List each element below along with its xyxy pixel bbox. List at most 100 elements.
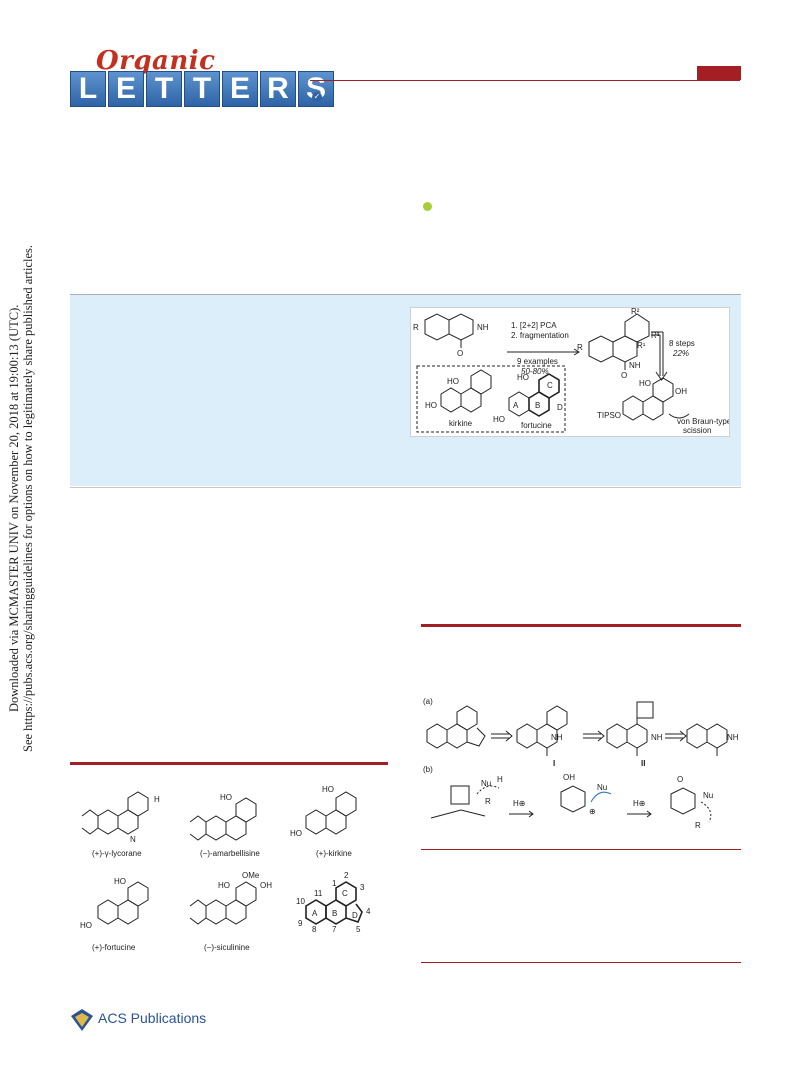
toc-carbonyl: O xyxy=(457,349,463,358)
fig1-ring-c: C xyxy=(342,889,348,898)
toc-product-oh: OH xyxy=(675,387,687,396)
logo-tile: L xyxy=(70,71,106,107)
toc-steps-yield: 22% xyxy=(672,349,689,358)
fig1-atom-8: 8 xyxy=(312,925,317,934)
acs-publications-logo[interactable]: ACS Publications xyxy=(70,1006,210,1036)
scheme1-structures: (a) I NH II NH NH (b) Nu H R H⊕ OH Nu ⊕ … xyxy=(423,697,739,830)
figure1-graphic: H N (+)-γ-lycorane HO (−)-amarbellisine … xyxy=(70,780,388,960)
logo-tile: E xyxy=(222,71,258,107)
scheme1-nh-ii: NH xyxy=(651,733,663,742)
fig1-fortucine-ho: HO xyxy=(114,877,126,886)
scheme-bottom-rule xyxy=(421,849,741,850)
toc-ring-d: D xyxy=(557,403,563,412)
toc-ring-b: B xyxy=(535,401,540,410)
download-notice-line1: Downloaded via MCMASTER UNIV on November… xyxy=(7,304,21,712)
scheme1-h: H xyxy=(497,775,503,784)
scheme1-intermediate-i: I xyxy=(553,759,555,768)
toc-ring-a: A xyxy=(513,401,519,410)
fig1-amarb-ho: HO xyxy=(220,793,232,802)
toc-fortucine-label: fortucine xyxy=(521,421,552,430)
toc-steps: 8 steps xyxy=(669,339,695,348)
scheme1-nu: Nu xyxy=(481,779,491,788)
fig1-ome: OMe xyxy=(242,871,260,880)
scheme1-nh-i: NH xyxy=(551,733,563,742)
publisher-name: ACS Publications xyxy=(98,1010,207,1026)
toc-kirkine-ho2: HO xyxy=(425,401,437,410)
toc-yield: 50-80% xyxy=(521,367,549,376)
fig1-kirkine-ho: HO xyxy=(322,785,334,794)
logo-tile: E xyxy=(108,71,144,107)
fig1-ring-a: A xyxy=(312,909,318,918)
toc-r1: R¹ xyxy=(637,341,646,350)
scheme-top-rule xyxy=(421,624,741,627)
toc-tipso: TIPSO xyxy=(597,411,621,420)
toc-kirkine-ho: HO xyxy=(447,377,459,386)
fig1-atom-9: 9 xyxy=(298,919,303,928)
fig1-h: H xyxy=(154,795,160,804)
toc-step1: 1. [2+2] PCA xyxy=(511,321,557,330)
scheme1-part-a: (a) xyxy=(423,697,433,706)
toc-kirkine-label: kirkine xyxy=(449,419,473,428)
logo-tile: T xyxy=(184,71,220,107)
fig1-n1: N xyxy=(130,835,136,844)
logo-tile: T xyxy=(146,71,182,107)
fig1-atom-2: 2 xyxy=(344,871,349,880)
fig1-atom-11: 11 xyxy=(314,889,323,898)
scheme1-proton2: H⊕ xyxy=(633,799,645,808)
scheme1-nh-iii: NH xyxy=(727,733,739,742)
toc-examples: 9 examples xyxy=(517,357,558,366)
header-rule xyxy=(310,80,740,81)
scheme1-graphic: (a) I NH II NH NH (b) Nu H R H⊕ OH Nu ⊕ … xyxy=(421,690,741,845)
fig1-siculinine: (−)-siculinine xyxy=(204,943,250,952)
abstract-top-rule xyxy=(70,294,741,295)
scheme1-r: R xyxy=(485,797,491,806)
fig1-kirkine: (+)-kirkine xyxy=(316,849,352,858)
abstract-bottom-rule xyxy=(70,487,741,488)
journal-tiles: L E T T E R S xyxy=(70,71,334,107)
scheme1-charge: ⊕ xyxy=(589,807,596,816)
toc-nh: NH xyxy=(477,323,489,332)
check-badge-icon: ✓ xyxy=(312,92,322,102)
fig1-sic-oh: OH xyxy=(260,881,272,890)
acs-shield-icon xyxy=(71,1009,93,1031)
toc-note1: von Braun-type xyxy=(677,417,729,426)
fig1-atom-3: 3 xyxy=(360,883,365,892)
figure1-top-rule xyxy=(70,762,388,765)
fig1-fortucine: (+)-fortucine xyxy=(92,943,136,952)
scheme1-nu-3: Nu xyxy=(703,791,713,800)
toc-r3: R³ xyxy=(651,331,660,340)
fig1-atom-5: 5 xyxy=(356,925,361,934)
scheme1-proton1: H⊕ xyxy=(513,799,525,808)
fig1-atom-7: 7 xyxy=(332,925,337,934)
header-tab xyxy=(697,66,741,80)
toc-fortucine-ho: HO xyxy=(517,373,529,382)
fig1-fortucine-ho2: HO xyxy=(80,921,92,930)
fig1-atom-10: 10 xyxy=(296,897,305,906)
toc-ring-c: C xyxy=(547,381,553,390)
scheme1-r-3: R xyxy=(695,821,701,830)
toc-product-ho: HO xyxy=(639,379,651,388)
toc-graphic: R NH O 1. [2+2] PCA 2. fragmentation 9 e… xyxy=(410,307,732,437)
fig1-lycorane: (+)-γ-lycorane xyxy=(92,849,142,858)
journal-logo: Organic L E T T E R S ✓ xyxy=(70,46,334,112)
scheme1-o: O xyxy=(677,775,683,784)
fig1-amarbellisine: (−)-amarbellisine xyxy=(200,849,260,858)
toc-structures: R NH O 1. [2+2] PCA 2. fragmentation 9 e… xyxy=(413,307,732,435)
logo-tile: R xyxy=(260,71,296,107)
toc-r2: R² xyxy=(631,308,640,316)
fig1-sic-ho: HO xyxy=(218,881,230,890)
orcid-icon[interactable] xyxy=(423,202,432,211)
toc-nh-product: NH xyxy=(629,361,641,370)
column-end-rule xyxy=(421,962,741,963)
figure1-structures: H N (+)-γ-lycorane HO (−)-amarbellisine … xyxy=(80,785,371,952)
toc-note2: scission xyxy=(683,426,711,435)
fig1-atom-1: 1 xyxy=(332,879,337,888)
toc-carbonyl-product: O xyxy=(621,371,627,380)
download-notice-line2: See https://pubs.acs.org/sharingguidelin… xyxy=(21,245,35,752)
scheme1-part-b: (b) xyxy=(423,765,433,774)
toc-step2: 2. fragmentation xyxy=(511,331,569,340)
scheme1-oh: OH xyxy=(563,773,575,782)
fig1-atom-4: 4 xyxy=(366,907,371,916)
fig1-kirkine-ho2: HO xyxy=(290,829,302,838)
scheme1-intermediate-ii: II xyxy=(641,759,645,768)
